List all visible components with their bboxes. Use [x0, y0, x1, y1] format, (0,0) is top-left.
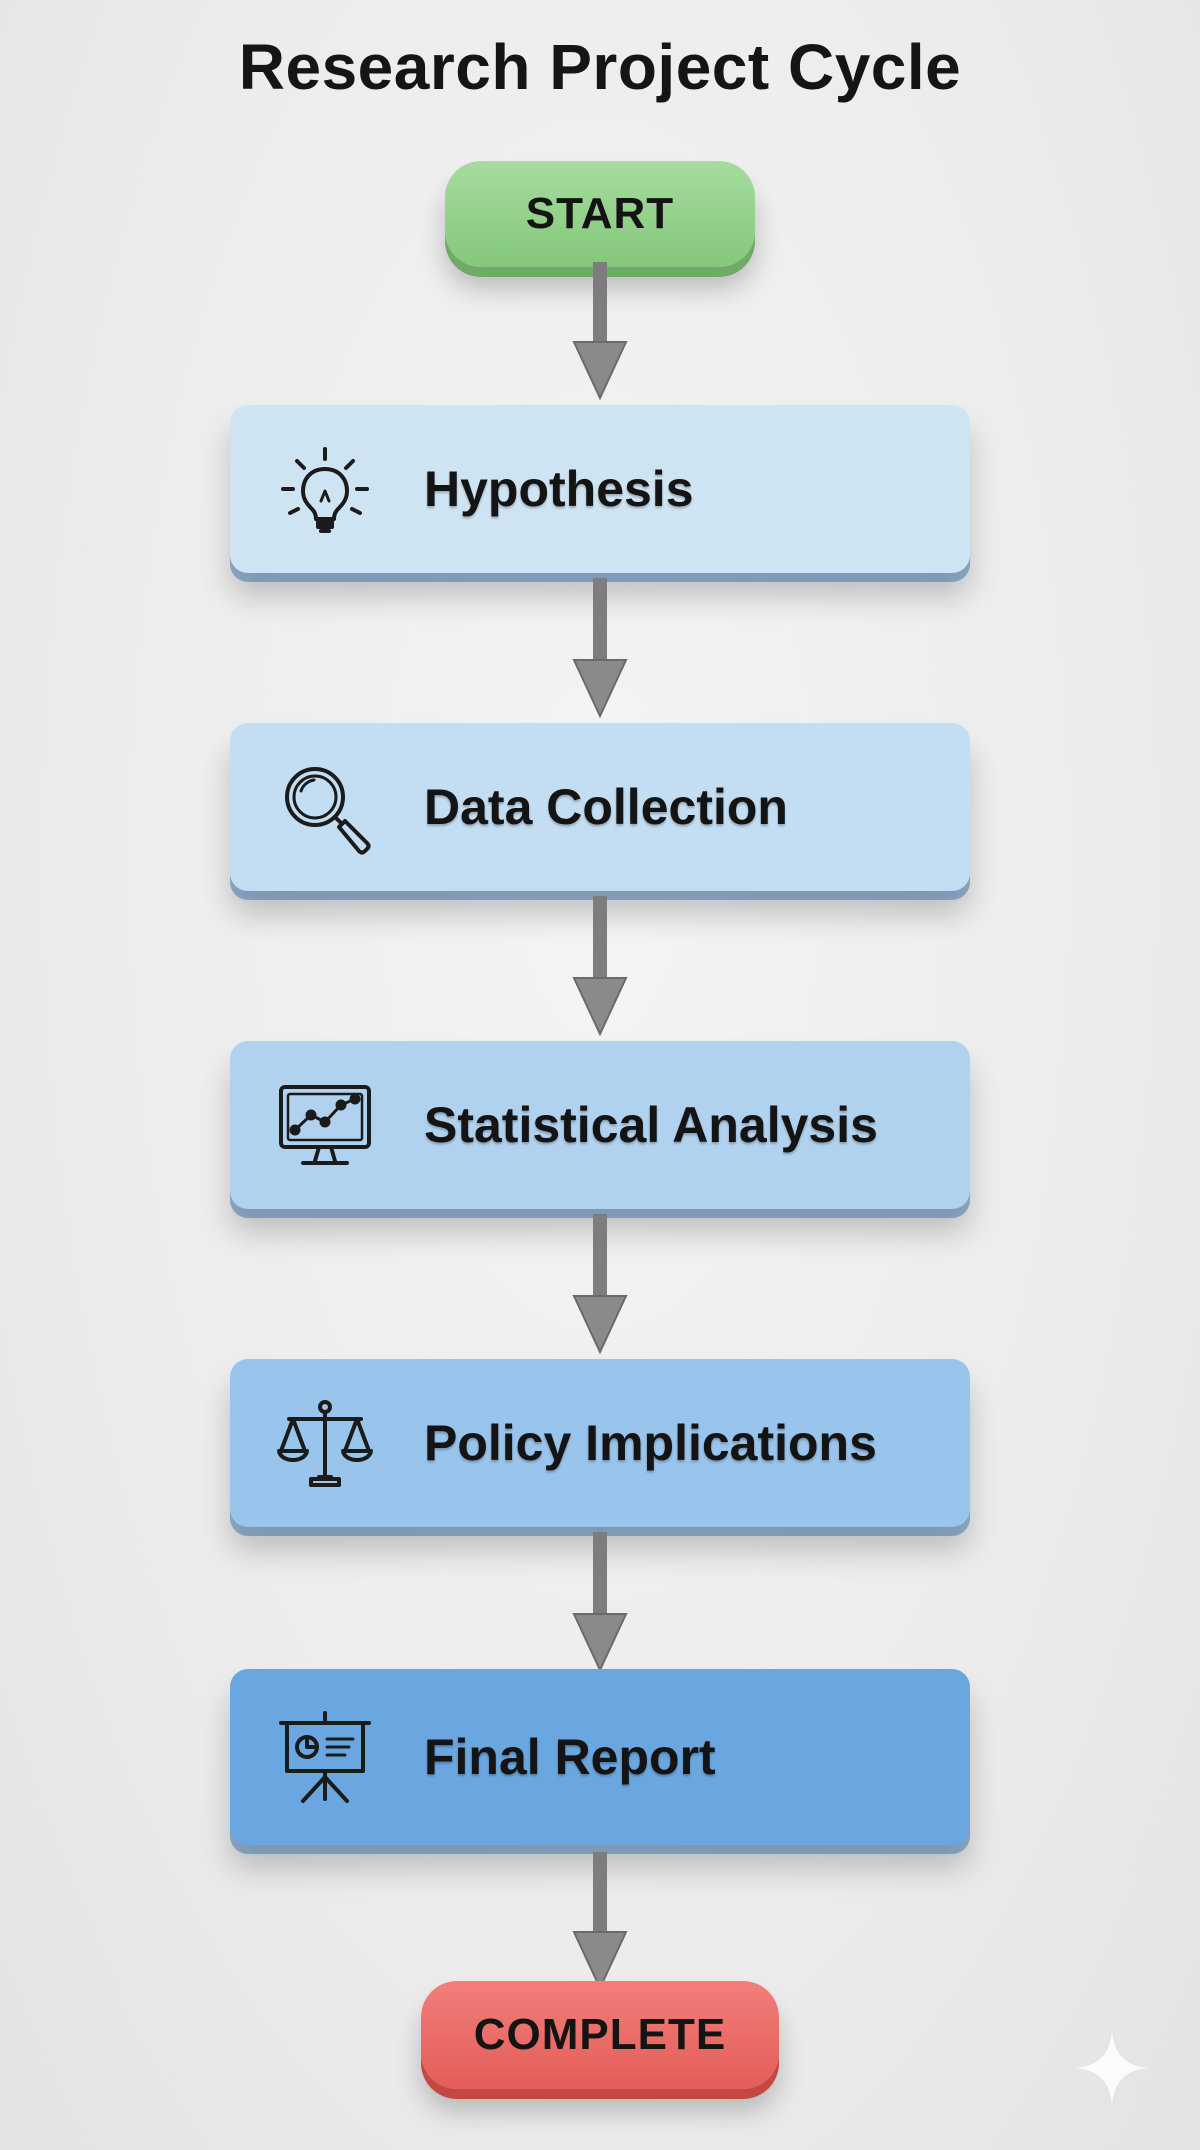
step-data-collection: Data Collection — [230, 723, 970, 891]
step-label: Statistical Analysis — [424, 1097, 878, 1153]
presentation-board-icon — [270, 1702, 380, 1812]
connector-arrow — [568, 896, 632, 1038]
step-final-report: Final Report — [230, 1669, 970, 1845]
sparkle-icon — [1076, 2032, 1148, 2104]
complete-node: COMPLETE — [421, 1981, 779, 2089]
magnifier-icon — [270, 752, 380, 862]
monitor-chart-icon — [270, 1070, 380, 1180]
start-node: START — [445, 161, 755, 267]
step-statistical-analysis: Statistical Analysis — [230, 1041, 970, 1209]
connector-arrow — [568, 262, 632, 402]
step-hypothesis: Hypothesis — [230, 405, 970, 573]
lightbulb-icon — [270, 434, 380, 544]
connector-arrow — [568, 1852, 632, 1992]
connector-arrow — [568, 1214, 632, 1356]
step-label: Final Report — [424, 1729, 716, 1785]
step-label: Policy Implications — [424, 1415, 877, 1471]
scales-icon — [270, 1388, 380, 1498]
connector-arrow — [568, 1532, 632, 1674]
connector-arrow — [568, 578, 632, 720]
diagram-title: Research Project Cycle — [238, 31, 962, 103]
step-policy-implications: Policy Implications — [230, 1359, 970, 1527]
step-label: Data Collection — [424, 779, 788, 835]
step-label: Hypothesis — [424, 461, 694, 517]
